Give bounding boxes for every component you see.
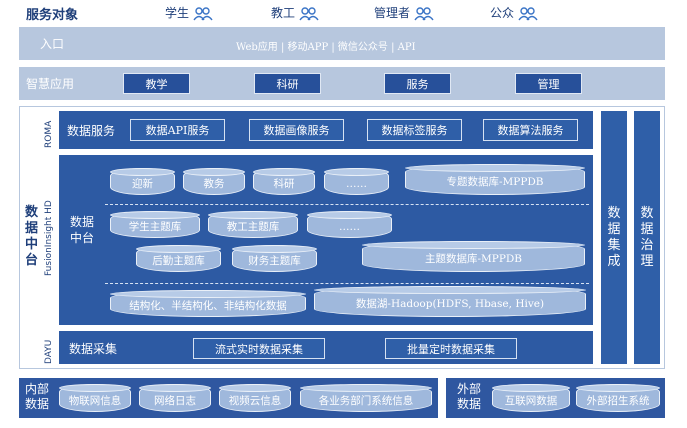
db-subject-logistics: 后勤主题库 <box>136 245 221 272</box>
db-subject-finance: 财务主题库 <box>232 245 317 272</box>
db-topic-welcome: 迎新 <box>110 168 175 195</box>
db-subject-student-label: 学生主题库 <box>128 221 182 233</box>
src-admission: 外部招生系统 <box>576 384 660 412</box>
smart-app-label: 智慧应用 <box>26 77 75 91</box>
src-departments-label: 各业务部门系统信息 <box>318 394 414 407</box>
service-api: 数据API服务 <box>130 119 225 141</box>
data-service-label: 数据服务 <box>67 124 116 138</box>
user-manager: 管理者 <box>374 4 434 21</box>
internal-data-label: 内部数据 <box>25 382 50 411</box>
collect-batch: 批量定时数据采集 <box>385 338 517 359</box>
db-subject-student: 学生主题库 <box>110 211 200 238</box>
db-subject-staff: 教工主题库 <box>208 211 298 238</box>
service-portrait: 数据画像服务 <box>249 119 344 141</box>
db-topic-research-label: 科研 <box>273 178 295 190</box>
db-subject-more: …… <box>307 211 392 238</box>
src-internet-label: 互联网数据 <box>504 394 558 407</box>
user-student: 学生 <box>165 4 213 21</box>
collect-streaming: 流式实时数据采集 <box>193 338 325 359</box>
db-special-mppdb: 专题数据库-MPPDB <box>405 164 585 195</box>
db-topic-more-label: …… <box>346 177 367 190</box>
people-icon <box>299 6 319 20</box>
src-internet: 互联网数据 <box>492 384 570 412</box>
people-icon <box>414 6 434 20</box>
entrance-band <box>19 27 665 60</box>
data-platform-frame <box>19 106 665 369</box>
data-collect-label: 数据采集 <box>69 342 118 356</box>
user-public: 公众 <box>490 4 538 21</box>
user-public-label: 公众 <box>490 6 515 20</box>
src-iot-label: 物联网信息 <box>68 394 122 407</box>
db-topic-more: …… <box>324 168 389 195</box>
people-icon <box>193 6 213 20</box>
db-subject-finance-label: 财务主题库 <box>248 255 301 267</box>
user-staff-label: 教工 <box>271 6 296 20</box>
db-data-lake: 数据湖-Hadoop(HDFS, Hbase, Hive) <box>314 286 586 317</box>
roma-tag: ROMA <box>44 120 54 148</box>
db-data-lake-label: 数据湖-Hadoop(HDFS, Hbase, Hive) <box>355 298 545 310</box>
db-subject-staff-label: 教工主题库 <box>226 221 280 233</box>
data-integration-column: 数据集成 <box>601 111 627 364</box>
app-service: 服务 <box>384 73 451 94</box>
src-videocloud-label: 视频云信息 <box>228 394 282 407</box>
db-subject-logistics-label: 后勤主题库 <box>152 255 205 267</box>
src-netlog: 网络日志 <box>139 384 211 412</box>
app-research: 科研 <box>254 73 321 94</box>
src-iot: 物联网信息 <box>59 384 131 412</box>
src-departments: 各业务部门系统信息 <box>300 384 432 412</box>
data-governance-label: 数据治理 <box>640 205 654 269</box>
db-structured-data-label: 结构化、半结构化、非结构化数据 <box>129 300 287 312</box>
db-subject-more-label: …… <box>339 220 360 233</box>
dayu-tag: DAYU <box>44 339 54 364</box>
db-structured-data: 结构化、半结构化、非结构化数据 <box>110 290 306 317</box>
service-target-label: 服务对象 <box>26 8 79 23</box>
db-subject-mppdb: 主题数据库-MPPDB <box>362 241 585 272</box>
divider-dashed <box>105 204 589 205</box>
entrance-label: 入口 <box>40 37 65 51</box>
src-admission-label: 外部招生系统 <box>586 394 650 407</box>
app-teaching: 教学 <box>123 73 190 94</box>
data-platform-side-label: 数据中台 <box>25 205 39 268</box>
db-special-mppdb-label: 专题数据库-MPPDB <box>446 176 544 188</box>
user-manager-label: 管理者 <box>374 6 411 20</box>
db-topic-academic-label: 教务 <box>203 178 225 190</box>
data-integration-label: 数据集成 <box>607 205 621 269</box>
user-staff: 教工 <box>271 4 319 21</box>
db-topic-academic: 教务 <box>183 168 245 195</box>
service-tag: 数据标签服务 <box>367 119 462 141</box>
divider-dashed <box>105 283 589 284</box>
db-topic-research: 科研 <box>253 168 315 195</box>
service-algorithm: 数据算法服务 <box>483 119 578 141</box>
data-governance-column: 数据治理 <box>634 111 660 364</box>
src-netlog-label: 网络日志 <box>154 394 196 407</box>
external-data-label: 外部数据 <box>457 382 482 411</box>
fusioninsight-tag: FusionInsight HD <box>44 200 54 276</box>
user-student-label: 学生 <box>165 6 190 20</box>
src-videocloud: 视频云信息 <box>219 384 291 412</box>
app-management: 管理 <box>515 73 582 94</box>
db-subject-mppdb-label: 主题数据库-MPPDB <box>424 253 523 265</box>
entrance-channels: Web应用 | 移动APP | 微信公众号 | API <box>236 42 416 53</box>
data-middle-label: 数据中台 <box>70 215 95 245</box>
db-topic-welcome-label: 迎新 <box>132 178 153 190</box>
people-icon <box>518 6 538 20</box>
